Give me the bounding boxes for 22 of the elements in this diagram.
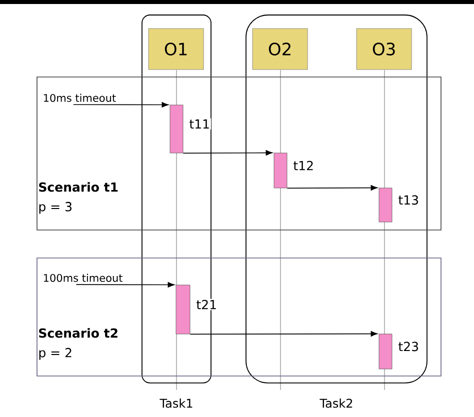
timeout-label: 100ms timeout [44,274,123,282]
arrow [73,102,169,108]
activation-bar [170,104,184,154]
arrow [182,150,273,156]
object-box: O1 [148,28,204,70]
arrow [76,282,175,288]
object-box: O3 [356,28,412,70]
activation-bar [274,152,288,188]
bar-label: t11 [188,118,211,130]
bar-label: t12 [292,160,315,172]
bar-label: t23 [397,340,420,352]
object-box: O2 [252,28,308,70]
activation-bar [378,188,392,222]
bar-label: t21 [195,298,218,310]
bar-label: t13 [397,194,420,206]
node-label: Task2 [320,398,352,408]
arrow [286,185,378,191]
activation-bar [176,284,190,334]
arrow [190,331,378,336]
timeout-label: 10ms timeout [44,94,116,102]
activation-bar [378,334,392,370]
node-label: Task1 [160,398,192,408]
